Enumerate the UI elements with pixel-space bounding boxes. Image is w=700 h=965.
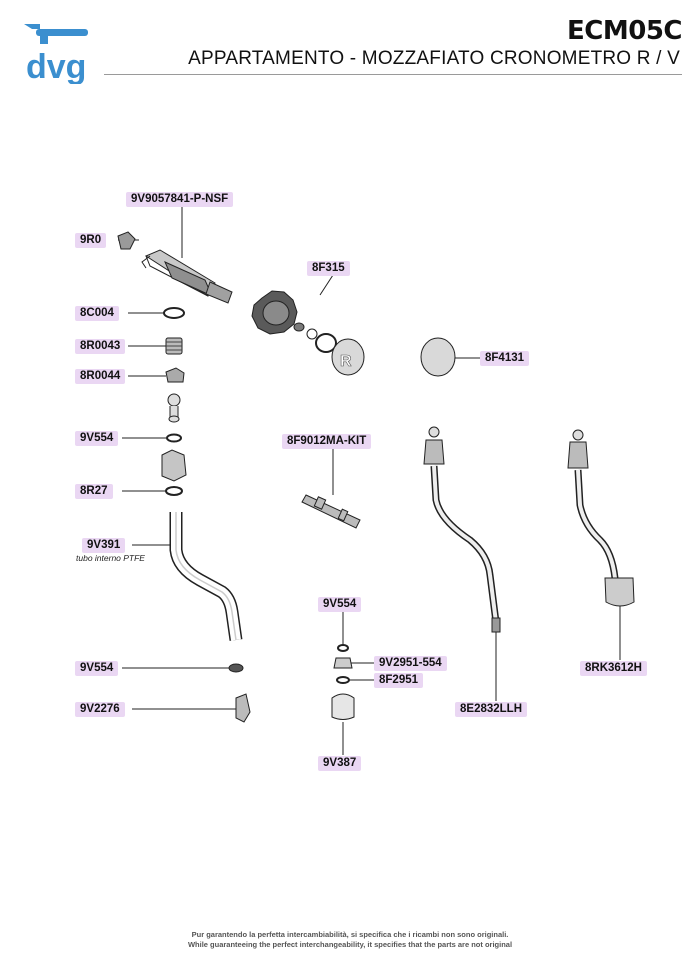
part-hex-nut [161,449,187,482]
part-9v2951-fitting [333,657,353,669]
disclaimer-english: While guaranteeing the perfect interchan… [187,940,513,949]
part-8rk3612h-wand [567,429,635,607]
part-label-9v2951-554: 9V2951-554 [374,656,447,671]
part-label-8f2951: 8F2951 [374,673,424,688]
part-label-8f9012ma-kit: 8F9012MA-KIT [282,434,372,449]
part-knob-assembly: R [251,290,365,376]
part-9v391-tube [169,512,243,641]
part-8r0043-spring [165,337,183,355]
dvg-logo: dvg [18,20,98,86]
part-label-8r0044: 8R0044 [75,369,126,384]
part-label-9v9057841: 9V9057841-P-NSF [126,192,234,207]
part-valve-body [141,249,233,304]
page-subtitle: APPARTAMENTO - MOZZAFIATO CRONOMETRO R /… [188,48,680,69]
disclaimer-footer: Pur garantendo la perfetta intercambiabi… [0,930,700,950]
part-9v554-oring-a [166,433,182,443]
part-label-9v387: 9V387 [318,756,362,771]
part-label-8c004: 8C004 [75,306,119,321]
part-label-9v391: 9V391 [82,538,126,553]
part-label-9v554-b: 9V554 [75,661,119,676]
part-9v387-cap [331,693,355,720]
svg-text:R: R [340,353,352,370]
part-label-9v2276: 9V2276 [75,702,125,717]
part-label-9r0: 9R0 [75,233,107,248]
logo-text: dvg [26,48,86,84]
leader-8F315 [319,274,334,296]
part-label-8e2832llh: 8E2832LLH [455,702,528,717]
tube-note: tubo interno PTFE [76,553,145,563]
part-ball-fitting [167,393,181,423]
model-code: ECM05C [567,16,682,46]
part-label-8f315: 8F315 [307,261,350,276]
part-label-8r0043: 8R0043 [75,339,126,354]
part-8r27-oring [165,486,183,496]
part-8f4131-cap [420,337,456,377]
part-8e2832-wand [423,426,501,633]
part-9v554-oring-b [228,663,244,673]
part-9v2276 [235,693,251,723]
part-label-9v554-c: 9V554 [318,597,362,612]
part-9r0-nut [117,231,136,250]
disclaimer-italian: Pur garantendo la perfetta intercambiabi… [191,930,509,939]
part-9v554-oring-c [337,644,349,652]
part-label-8f4131: 8F4131 [480,351,530,366]
part-label-9v554-a: 9V554 [75,431,119,446]
part-8f9012-kit [301,494,361,529]
part-label-8rk3612h: 8RK3612H [580,661,647,676]
part-8f2951-oring [336,676,350,684]
part-8c004-oring [163,307,185,319]
header-rule [104,74,682,75]
part-label-8r27: 8R27 [75,484,113,499]
part-8r0044 [165,367,185,383]
